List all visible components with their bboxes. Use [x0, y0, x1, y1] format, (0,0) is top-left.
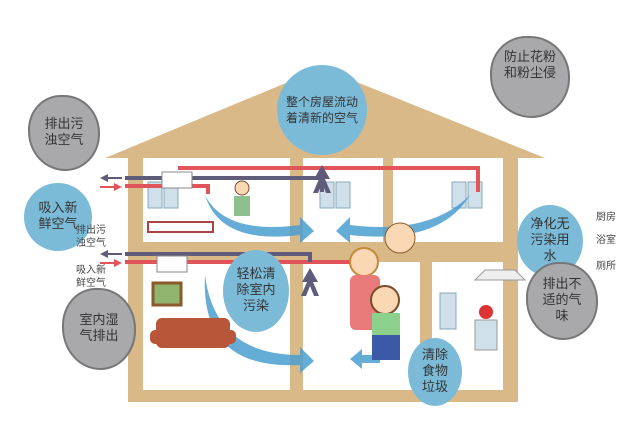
- bubble-food-waste: 清除食物垃圾: [408, 338, 462, 406]
- outside-arrows: [100, 174, 122, 267]
- label-toilet: 厕所: [596, 261, 616, 272]
- sofa: [150, 318, 236, 348]
- bubble-humidity-out: 室内湿气排出: [64, 290, 134, 368]
- ventilation-unit-upper: [161, 171, 193, 189]
- bubble-remove-pollution: 轻松清除室内污染: [223, 250, 289, 332]
- family: [234, 180, 416, 360]
- kitchen-hood: [473, 269, 527, 351]
- ventilation-unit-lower: [156, 255, 188, 273]
- bubble-intake-fresh-air: 吸入新鲜空气: [24, 183, 92, 251]
- label-bathroom: 浴室: [596, 235, 616, 246]
- label-exhaust: 排出污浊空气: [76, 225, 106, 249]
- bubble-exhaust-dirty-air: 排出污浊空气: [30, 97, 98, 169]
- bubble-odor-out: 排出不适的气味: [528, 264, 596, 338]
- bed: [147, 221, 214, 233]
- exhaust-up-arrows: [301, 165, 331, 296]
- label-kitchen: 厨房: [596, 212, 616, 223]
- painting: [151, 281, 183, 307]
- bubble-prevent-pollen: 防止花粉和粉尘侵: [492, 38, 568, 116]
- label-intake: 吸入新鲜空气: [76, 265, 106, 289]
- airflow-arrows: [204, 195, 470, 373]
- bubble-fresh-air-circulation: 整个房屋流动着清新的空气: [277, 65, 367, 155]
